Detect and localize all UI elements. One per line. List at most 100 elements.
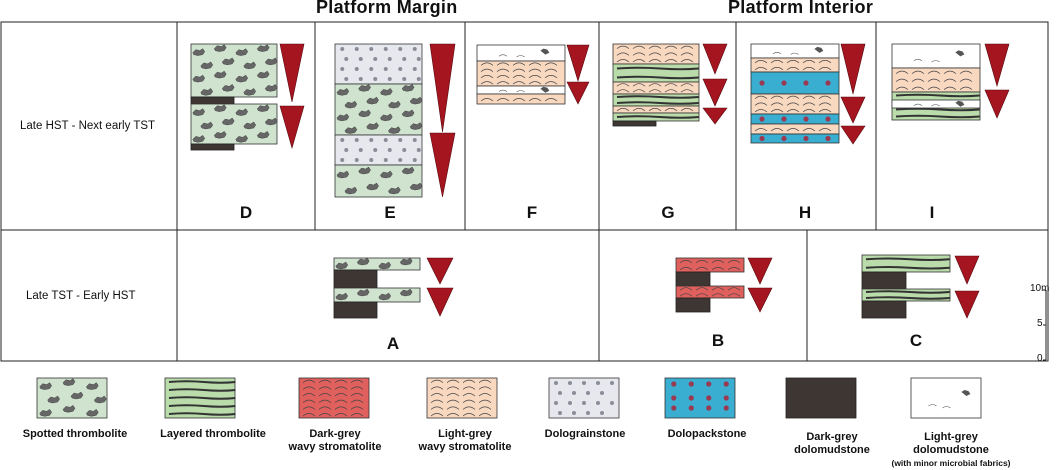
- dolopackstone-bed: [750, 133, 840, 144]
- thrombolite-clot: [214, 104, 227, 112]
- stromatolite-lamina: [679, 287, 741, 291]
- stromatolite-lamina: [679, 260, 741, 264]
- thrombolite-clot: [388, 100, 401, 109]
- grain: [354, 67, 359, 71]
- pack-grain: [671, 395, 677, 401]
- dark-grey-dolomudstone-bed: [333, 269, 378, 289]
- grain: [558, 411, 562, 415]
- grain: [568, 401, 572, 405]
- thrombolite-clot: [192, 108, 205, 116]
- thrombolite-clot: [86, 409, 99, 417]
- thrombolite-clot: [214, 44, 227, 52]
- layered-thrombolite-bed: [612, 63, 700, 83]
- grain: [344, 77, 349, 81]
- light-grey-dolomudstone-bed: [750, 43, 840, 59]
- shallowing-upward-triangle: [984, 89, 1010, 119]
- legend-label-dark-grey-wavy-1: Dark-grey: [309, 428, 361, 440]
- thrombolite-clot: [358, 84, 371, 92]
- microbial-clot: [540, 48, 550, 55]
- grain: [344, 57, 349, 61]
- stromatolite-lamina: [430, 379, 492, 383]
- grain: [358, 77, 363, 81]
- shallowing-upward-triangle: [429, 132, 456, 198]
- light-grey-wavy-stromatolite-swatch: [426, 377, 498, 419]
- thrombolite-clot: [401, 166, 415, 175]
- thrombolite-clot: [335, 292, 348, 301]
- thrombolite-clot: [257, 70, 270, 79]
- dolograinstone-bed: [334, 43, 423, 85]
- dark-grey-dolomudstone-bed: [190, 96, 235, 105]
- pack-grain: [723, 381, 729, 387]
- thrombolite-clot: [257, 44, 270, 52]
- stromatolite-lamina: [616, 89, 694, 93]
- row-label-upper: Late HST - Next early TST: [20, 120, 156, 132]
- pack-grain: [688, 405, 694, 411]
- thrombolite-clot: [243, 61, 256, 70]
- pack-grain: [688, 381, 694, 387]
- stromatolite-lamina: [754, 67, 832, 71]
- dark-grey-dolomudstone-bed: [612, 120, 657, 127]
- pack-grain: [803, 80, 809, 86]
- thrombolite-clot: [47, 395, 60, 404]
- legend-label-layered-thrombolite: Layered thrombolite: [160, 428, 266, 440]
- stromatolite-lamina: [895, 86, 973, 90]
- grain: [354, 138, 359, 142]
- legend-label-light-grey-dolomudstone-1: Light-grey: [924, 431, 978, 443]
- column-label-e: E: [384, 203, 396, 222]
- thrombolite-clot: [70, 391, 84, 400]
- thrombolite-layer: [865, 290, 950, 294]
- thrombolite-clot: [214, 131, 227, 139]
- thrombolite-clot: [200, 121, 213, 130]
- thrombolite-clot: [192, 48, 205, 56]
- grain: [340, 47, 345, 51]
- stromatolite-lamina: [754, 128, 832, 132]
- grain: [596, 381, 600, 385]
- thrombolite-clot: [336, 113, 350, 122]
- scale-label-10m: 10m: [1030, 283, 1050, 294]
- grain: [373, 77, 378, 81]
- grain: [398, 138, 403, 142]
- microbial-clot: [961, 390, 971, 396]
- grain: [568, 381, 572, 385]
- legend-label-light-grey-dolomudstone-3: (with minor microbial fabrics): [891, 458, 1011, 468]
- grain: [596, 401, 600, 405]
- grain: [369, 47, 374, 51]
- thrombolite-layer: [168, 404, 236, 408]
- microbial-fabric: [498, 89, 525, 93]
- shallowing-upward-triangle: [429, 43, 456, 133]
- pack-grain: [781, 116, 787, 122]
- grain: [340, 138, 345, 142]
- grain: [387, 77, 392, 81]
- thrombolite-clot: [380, 88, 393, 96]
- pack-grain: [803, 135, 809, 142]
- grain: [398, 47, 403, 51]
- grain: [582, 401, 586, 405]
- grain: [383, 47, 388, 51]
- thrombolite-clot: [366, 182, 379, 191]
- column-g: [612, 43, 728, 127]
- pack-grain: [803, 116, 809, 122]
- thrombolite-clot: [380, 113, 393, 122]
- grain: [554, 381, 558, 385]
- thrombolite-clot: [388, 126, 401, 134]
- shallowing-upward-triangle: [702, 78, 728, 107]
- thrombolite-clot: [62, 405, 76, 413]
- shallowing-upward-triangle: [747, 287, 773, 313]
- column-i: [891, 43, 1010, 121]
- thrombolite-clot: [336, 170, 350, 179]
- column-label-c: C: [909, 331, 923, 350]
- pack-grain: [706, 405, 712, 411]
- grain: [600, 391, 604, 395]
- grain: [340, 67, 345, 71]
- thrombolite-clot: [401, 84, 415, 92]
- shallowing-upward-triangle: [702, 107, 728, 125]
- grain: [416, 148, 421, 152]
- thrombolite-layer: [865, 296, 950, 300]
- thrombolite-layer: [168, 388, 236, 392]
- thrombolite-clot: [344, 100, 358, 109]
- column-label-b: B: [711, 331, 725, 350]
- stromatolite-lamina: [679, 293, 741, 297]
- microbial-fabric: [913, 59, 940, 63]
- thrombolite-clot: [265, 117, 278, 126]
